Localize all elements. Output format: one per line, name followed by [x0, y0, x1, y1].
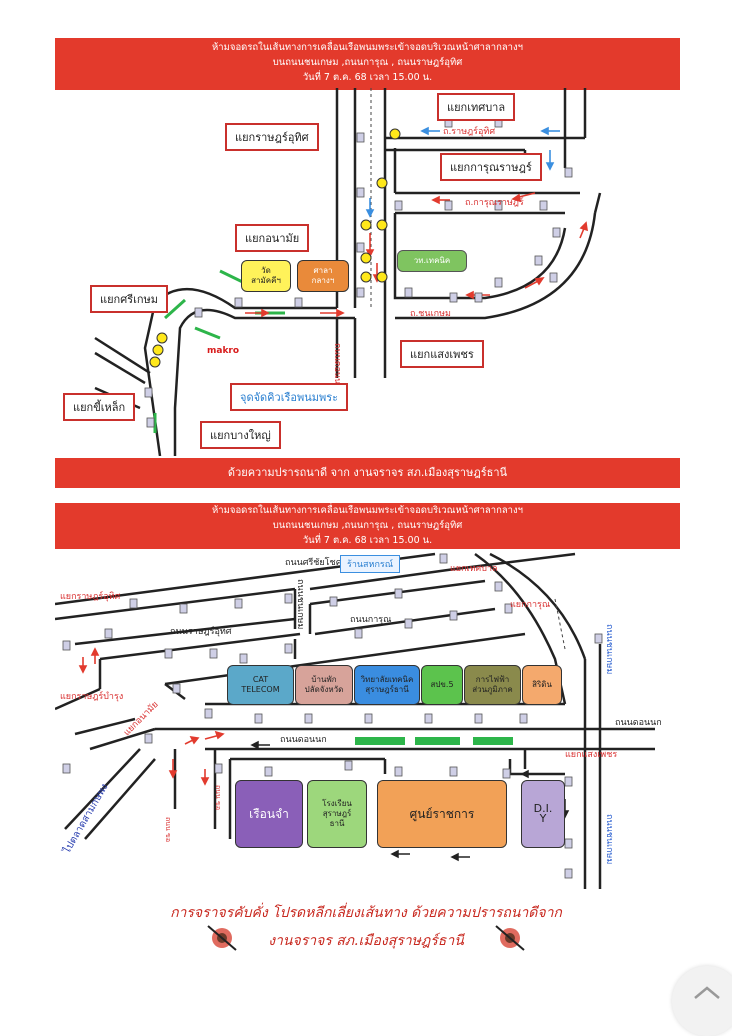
road-label-chonkasem-right: ถนนชนเกษม: [604, 624, 614, 675]
map1: วัด สามัคคีฯ ศาลา กลางฯ วท.เทคนิค makro …: [55, 88, 680, 456]
map2-banner-line: บนถนนชนเกษม ,ถนนการุณ , ถนนราษฎร์อุทิศ: [272, 520, 463, 531]
no-parking-icon-right: [495, 925, 525, 951]
map2-footer-line1: การจราจรคับคั่ง โปรดหลีกเลี่ยงเส้นทาง ด้…: [170, 905, 562, 921]
no-parking-icon-left: [207, 925, 237, 951]
shop-label: ร้านสหกรณ์: [340, 555, 401, 573]
map2-banner-line: ห้ามจอดรถในเส้นทางการเคลื่อนเรือพนมพระเข…: [212, 505, 523, 516]
college-building: วท.เทคนิค: [397, 250, 467, 272]
building-government-center: ศูนย์ราชการ: [377, 780, 507, 848]
map1-footer: ด้วยความปรารถนาดี จาก งานจราจร สภ.เมืองส…: [55, 458, 680, 488]
label-ratutit: แยกราษฎร์อุทิศ: [225, 123, 319, 151]
map1-banner-line: ห้ามจอดรถในเส้นทางการเคลื่อนเรือพนมพระเข…: [212, 42, 523, 53]
label-boat-point: จุดจัดคิวเรือพนมพระ: [230, 383, 349, 411]
road-label-karun: ถนนการุณ: [350, 615, 392, 625]
building-governor-house: บ้านพัก ปลัดจังหวัด: [295, 665, 353, 705]
map2-banner: ห้ามจอดรถในเส้นทางการเคลื่อนเรือพนมพระเข…: [55, 503, 680, 549]
building-diy: D.I. Y: [521, 780, 565, 848]
intersection-tesaban: แยกเทศบาล: [450, 564, 498, 574]
label-karun: แยกการุณราษฎร์: [440, 153, 542, 181]
road-label-soi2: ถนน ขอ: [214, 785, 222, 811]
intersection-karun: แยกการุณ: [510, 600, 551, 610]
map1-banner-line: บนถนนชนเกษม ,ถนนการุณ , ถนนราษฎร์อุทิศ: [272, 57, 463, 68]
label-sangpetch: แยกแสงเพชร: [400, 340, 484, 368]
sala-building: ศาลา กลางฯ: [297, 260, 349, 292]
no-entry-icons: [207, 925, 525, 951]
map2-banner-line: วันที่ 7 ต.ค. 68 เวลา 15.00 น.: [302, 535, 433, 546]
wat-building: วัด สามัคคีฯ: [241, 260, 291, 292]
intersection-ratutit2: แยกราษฎร์บำรุง: [60, 692, 124, 702]
building-prison: เรือนจำ: [235, 780, 303, 848]
building-siridin: สิริดิน: [522, 665, 562, 705]
road-label-sriwichai: ถนนศรีชัยโชค: [285, 558, 342, 568]
map1-banner-line: วันที่ 7 ต.ค. 68 เวลา 15.00 น.: [302, 72, 433, 83]
road-label-ratutit: ถ.ราษฎร์อุทิศ: [443, 127, 496, 137]
road-label-donnok-right: ถนนดอนนก: [615, 718, 662, 728]
building-cat-telecom: CAT TELECOM: [227, 665, 294, 705]
intersection-sangpetch: แยกแสงเพชร: [565, 750, 618, 760]
map1-banner: ห้ามจอดรถในเส้นทางการเคลื่อนเรือพนมพระเข…: [55, 38, 680, 90]
map2: ถนนศรีชัยโชค ร้านสหกรณ์ แยกเทศบาล แยกราษ…: [55, 549, 680, 894]
label-chilek: แยกขี้เหล็ก: [63, 393, 136, 421]
map1-road-lines: [94, 88, 602, 456]
makro-logo: makro: [207, 346, 240, 356]
building-school: โรงเรียน สุราษฎร์ ธานี: [307, 780, 367, 848]
building-pr-office: สปข.5: [421, 665, 463, 705]
building-technical-college: วิทยาลัยเทคนิค สุราษฎร์ธานี: [354, 665, 420, 705]
road-label-ratutit: ถนนราษฎร์อุทิศ: [170, 627, 232, 637]
road-label-donnok: ถนนดอนนก: [280, 735, 327, 745]
label-tesaban: แยกเทศบาล: [437, 93, 516, 121]
chevron-up-icon: [694, 986, 720, 999]
map2-road-lines: [55, 552, 655, 889]
road-label-chonkasem: ถ.ชนเกษม: [410, 309, 451, 319]
label-bangyai: แยกบางใหญ่: [200, 421, 281, 449]
map2-footer-line2: งานจราจร สภ.เมืองสุราษฎร์ธานี: [268, 933, 464, 949]
road-label-chonkasem-vertical: ถนนชนเกษม: [295, 579, 305, 630]
road-label-chonkasem-right-lower: ถนนชนเกษม: [604, 814, 614, 865]
building-electricity: การไฟฟ้า ส่วนภูมิภาค: [464, 665, 521, 705]
label-anamai: แยกอนามัย: [235, 224, 310, 252]
road-label-karun: ถ.การุณราษฎร์: [465, 198, 524, 208]
label-srikasem: แยกศรีเกษม: [90, 285, 169, 313]
intersection-ratutit: แยกราษฎร์อุทิศ: [60, 592, 121, 602]
scroll-top-button[interactable]: [672, 966, 732, 1036]
road-label-soi1: ถนน ขอ: [164, 817, 172, 843]
